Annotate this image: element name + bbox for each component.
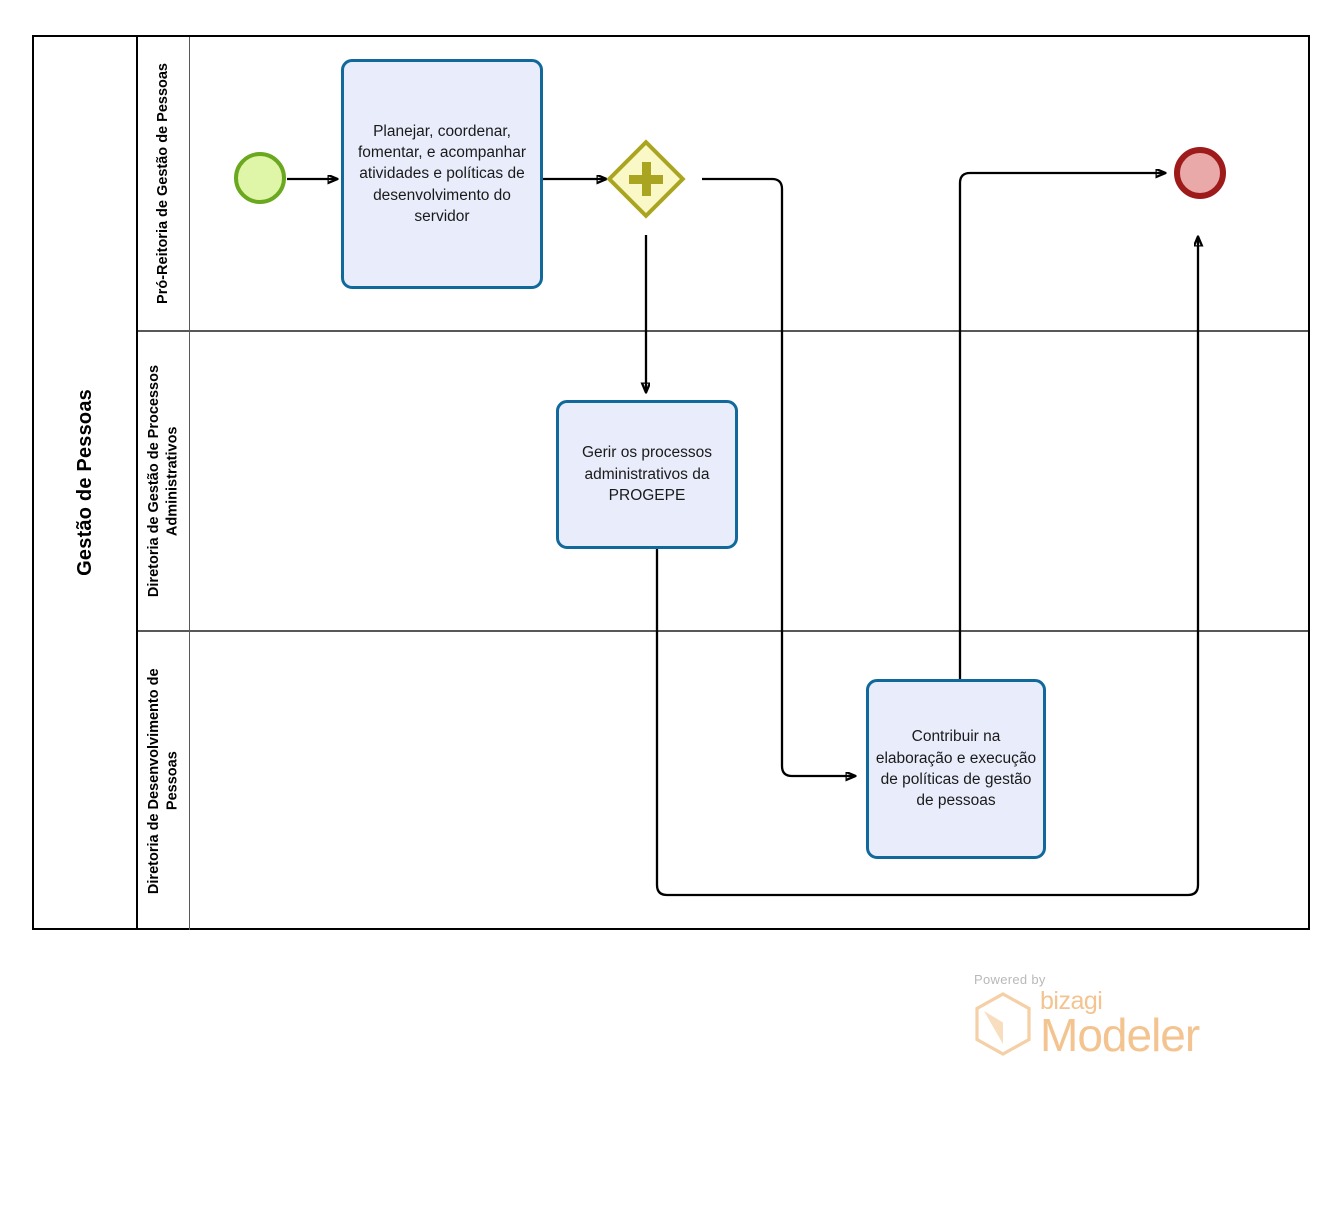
bizagi-brand-text: bizagi (1040, 987, 1103, 1015)
lane-desenvolvimento: Diretoria de Desenvolvimento de Pessoas (138, 630, 1308, 930)
task-label: Planejar, coordenar, fomentar, e acompan… (357, 122, 527, 226)
parallel-gateway[interactable] (606, 139, 686, 219)
pool-header: Gestão de Pessoas (34, 37, 138, 928)
lane-header-desenvolvimento: Diretoria de Desenvolvimento de Pessoas (138, 632, 190, 930)
start-event[interactable] (234, 152, 286, 204)
gateway-shape (606, 139, 686, 219)
bizagi-watermark: Powered by bizagi Modeler (972, 972, 1262, 1082)
bizagi-logo-icon (975, 992, 1031, 1057)
task-planejar-coordenar[interactable]: Planejar, coordenar, fomentar, e acompan… (341, 59, 543, 289)
task-label: Gerir os processos administrativos da PR… (581, 444, 713, 505)
task-contribuir-politicas[interactable]: Contribuir na elaboração e execução de p… (866, 679, 1046, 859)
lane-header-gestao-processos: Diretoria de Gestão de Processos Adminis… (138, 332, 190, 630)
task-label: Contribuir na elaboração e execução de p… (875, 728, 1037, 810)
lane-label-pro-reitoria: Pró-Reitoria de Gestão de Pessoas (155, 63, 172, 304)
lane-label-gestao-processos: Diretoria de Gestão de Processos Adminis… (145, 364, 181, 598)
end-event[interactable] (1174, 147, 1226, 199)
lane-label-desenvolvimento: Diretoria de Desenvolvimento de Pessoas (145, 668, 181, 894)
task-gerir-processos[interactable]: Gerir os processos administrativos da PR… (556, 400, 738, 549)
lane-header-pro-reitoria: Pró-Reitoria de Gestão de Pessoas (138, 37, 190, 330)
pool-title: Gestão de Pessoas (73, 389, 96, 576)
lane-pro-reitoria: Pró-Reitoria de Gestão de Pessoas (138, 37, 1308, 330)
modeler-product-text: Modeler (1040, 1008, 1200, 1061)
powered-by-label: Powered by (974, 972, 1046, 987)
plus-icon (622, 155, 670, 203)
